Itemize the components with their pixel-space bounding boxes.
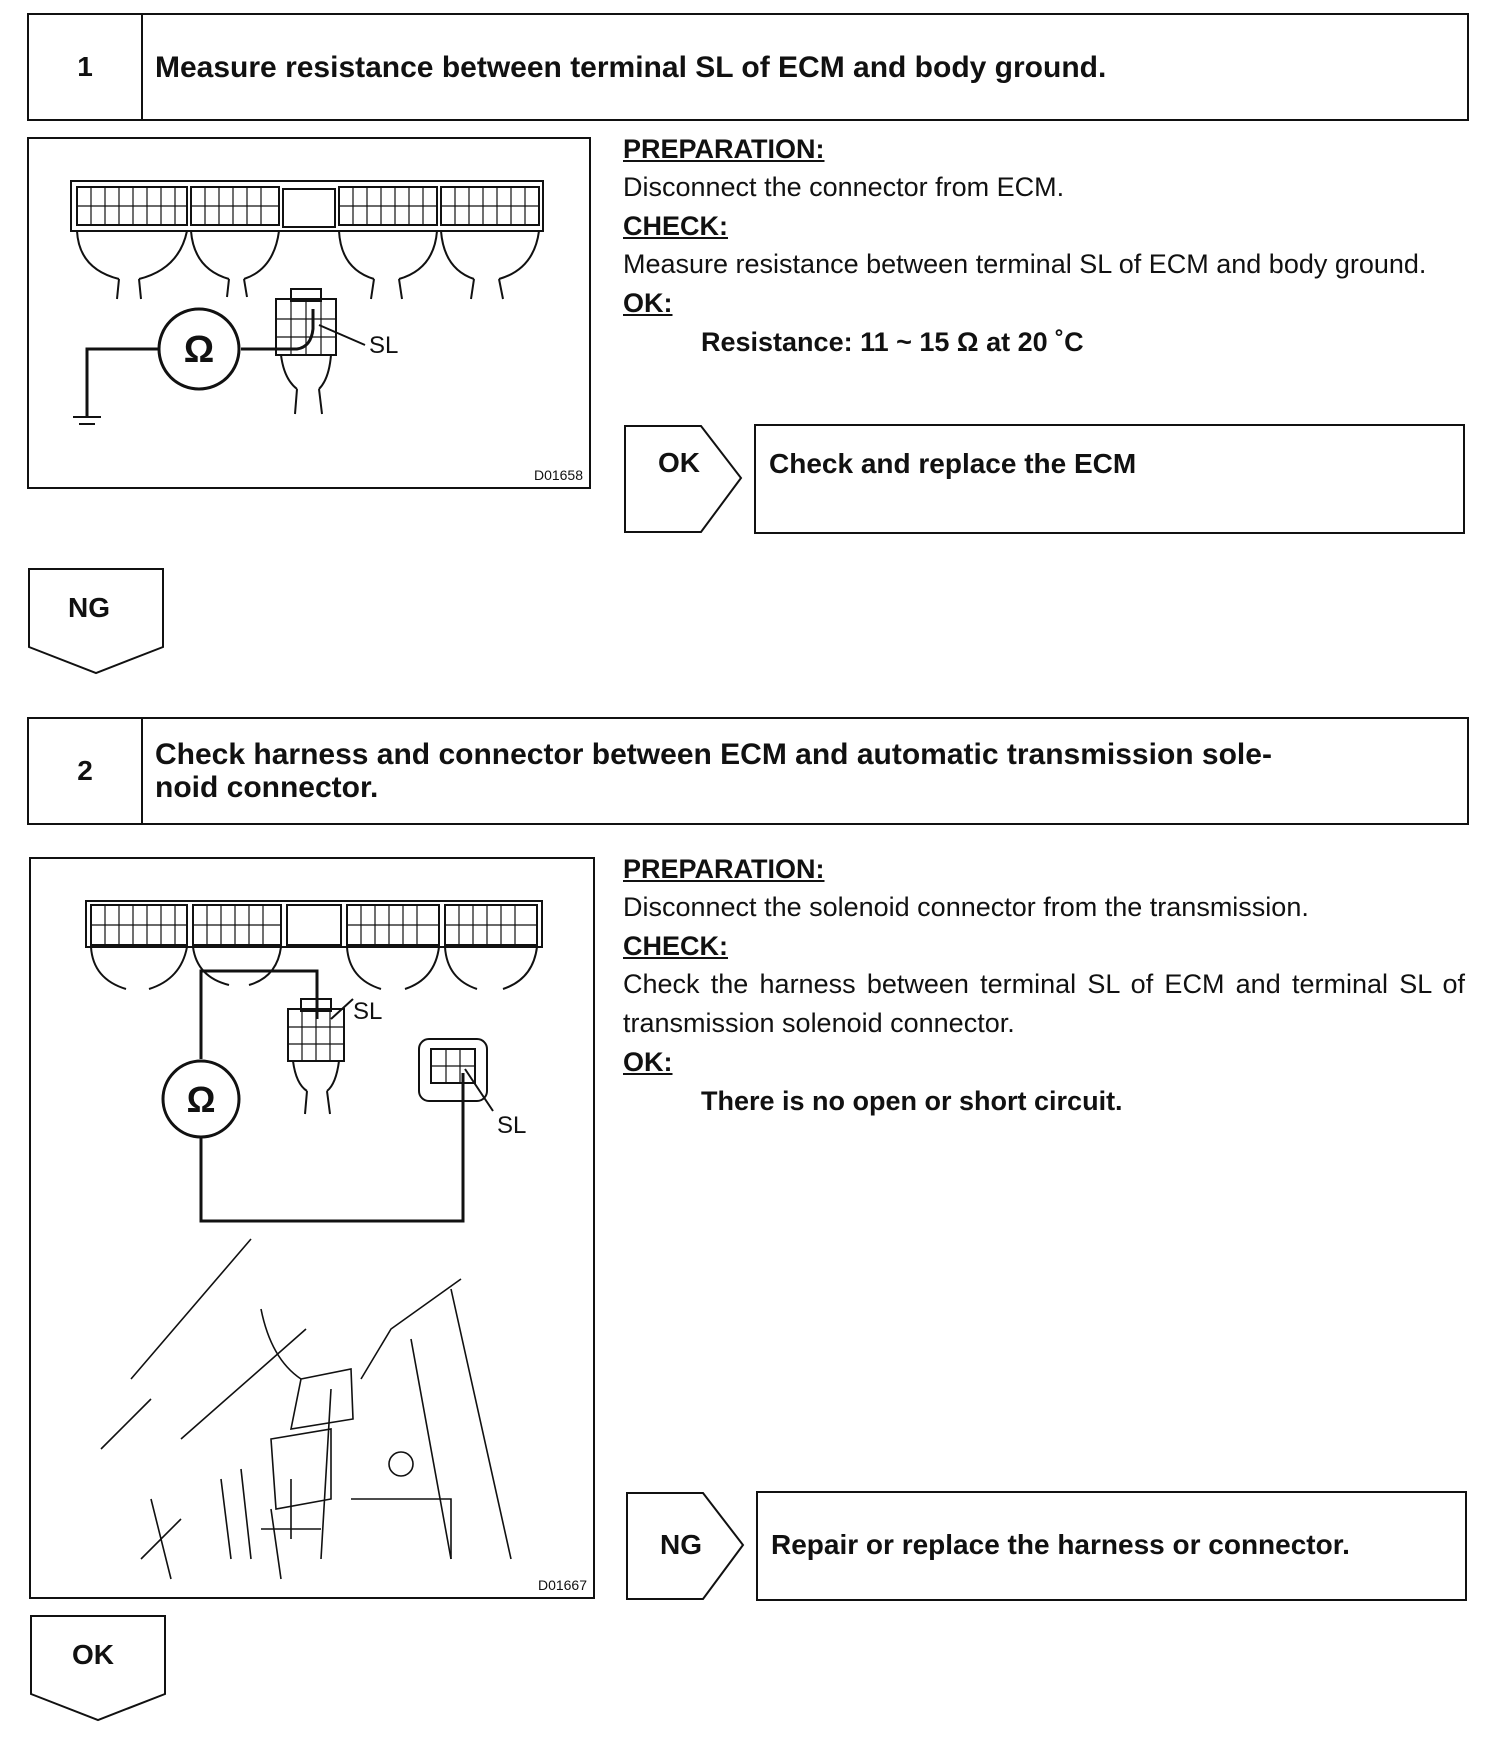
preparation-text: Disconnect the connector from ECM. [623,172,1065,202]
step-1-instructions: PREPARATION: Disconnect the connector fr… [623,130,1465,362]
step-2-title-line-1: Check harness and connector between ECM … [155,738,1272,771]
ok-criteria: Resistance: 11 ~ 15 Ω at 20 ˚C [701,327,1084,357]
ng-branch-action: Repair or replace the harness or connect… [756,1491,1467,1601]
ok-criteria-2: There is no open or short circuit. [701,1086,1123,1116]
ok-flow-arrow [30,1615,166,1722]
step-1-header: 1 Measure resistance between terminal SL… [27,13,1469,121]
step-2-number: 2 [29,719,143,823]
step-1-figure: Ω SL D01658 [27,137,591,489]
check-text: Measure resistance between terminal SL o… [623,249,1427,279]
check-text-2: Check the harness between terminal SL of… [623,969,1465,1038]
ok-branch-action: Check and replace the ECM [754,424,1465,534]
step-2-title-line-2: noid connector. [155,771,379,804]
meter-symbol-2: Ω [187,1079,216,1120]
step-2-title: Check harness and connector between ECM … [155,719,1453,823]
figure-code-2: D01667 [537,1577,587,1593]
ok-heading: OK: [623,288,673,318]
preparation-heading: PREPARATION: [623,134,825,164]
preparation-heading-2: PREPARATION: [623,854,825,884]
check-heading-2: CHECK: [623,931,728,961]
ok-branch-action-text: Check and replace the ECM [769,448,1137,479]
ecm-resistance-diagram: Ω SL [70,180,544,425]
step-2-instructions: PREPARATION: Disconnect the solenoid con… [623,850,1465,1121]
ng-branch-label: NG [660,1529,702,1560]
ok-flow-label: OK [72,1639,114,1670]
ok-branch-arrow [624,425,743,533]
ng-flow-label: NG [68,592,110,623]
meter-symbol: Ω [184,329,214,371]
ok-heading-2: OK: [623,1047,673,1077]
terminal-label-sl: SL [369,332,398,359]
terminal-label-sl-solenoid: SL [497,1112,526,1139]
step-1-number: 1 [29,15,143,119]
terminal-label-sl-ecm: SL [353,998,382,1025]
ng-flow-arrow [28,568,164,675]
preparation-text-2: Disconnect the solenoid connector from t… [623,892,1309,922]
step-2-figure: Ω SL SL D01667 [29,857,595,1599]
check-heading: CHECK: [623,211,728,241]
ng-branch-action-text: Repair or replace the harness or connect… [771,1529,1350,1560]
step-1-title: Measure resistance between terminal SL o… [155,50,1107,84]
figure-code: D01658 [533,467,583,483]
ok-branch-label: OK [658,447,700,478]
step-2-header: 2 Check harness and connector between EC… [27,717,1469,825]
ng-branch-arrow [626,1492,745,1600]
harness-check-diagram: Ω SL SL [85,900,543,1580]
